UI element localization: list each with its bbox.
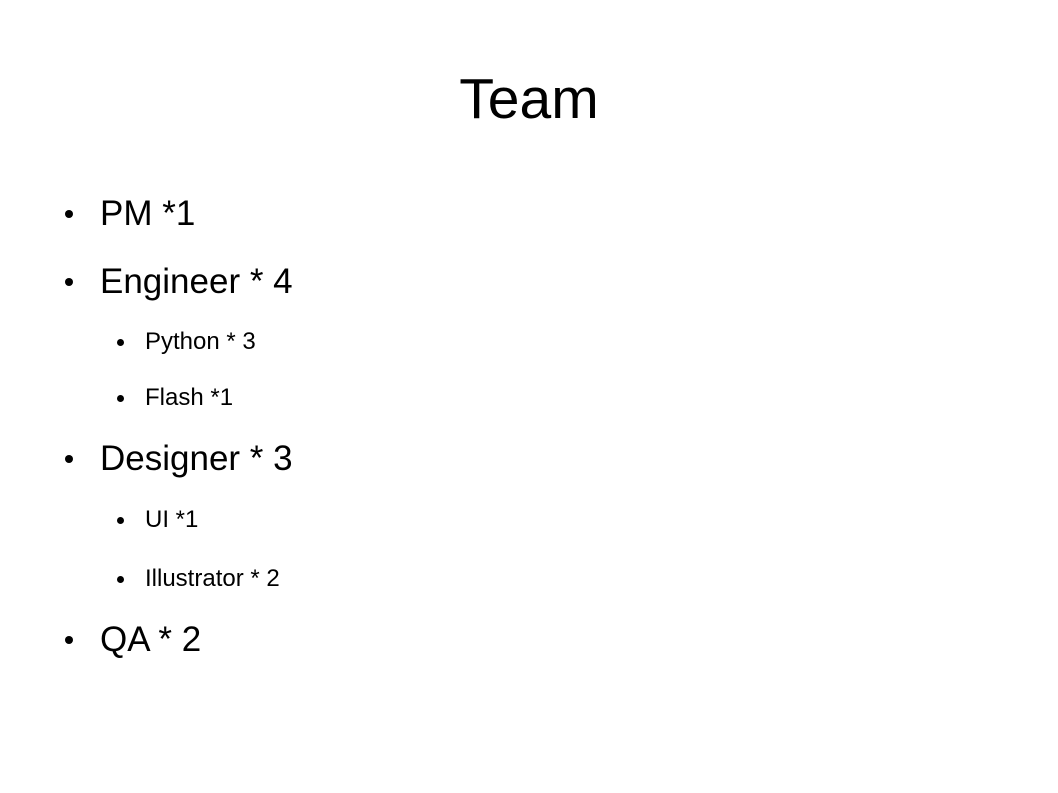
list-subitem-python: Python * 3 [117, 328, 256, 356]
slide-title: Team [459, 67, 599, 131]
list-subitem-ui: UI *1 [117, 506, 199, 534]
list-subitem-illustrator: Illustrator * 2 [117, 565, 280, 593]
list-item-qa: QA * 2 [65, 620, 202, 660]
list-item-label: Designer * 3 [100, 439, 293, 478]
bullet-icon [117, 339, 124, 346]
bullet-icon [65, 278, 73, 286]
list-subitem-flash: Flash *1 [117, 384, 234, 412]
list-item-label: Python * 3 [145, 328, 256, 355]
bullet-icon [117, 576, 124, 583]
list-item-designer: Designer * 3 [65, 439, 293, 479]
list-item-label: Engineer * 4 [100, 262, 293, 301]
list-item-engineer: Engineer * 4 [65, 262, 293, 302]
list-item-label: QA * 2 [100, 620, 202, 659]
bullet-icon [117, 517, 124, 524]
list-item-pm: PM *1 [65, 194, 196, 234]
list-item-label: Flash *1 [145, 384, 234, 411]
bullet-icon [65, 636, 73, 644]
bullet-icon [65, 455, 73, 463]
bullet-icon [117, 395, 124, 402]
list-item-label: Illustrator * 2 [145, 565, 280, 592]
bullet-icon [65, 210, 73, 218]
list-item-label: PM *1 [100, 194, 196, 233]
list-item-label: UI *1 [145, 506, 199, 533]
